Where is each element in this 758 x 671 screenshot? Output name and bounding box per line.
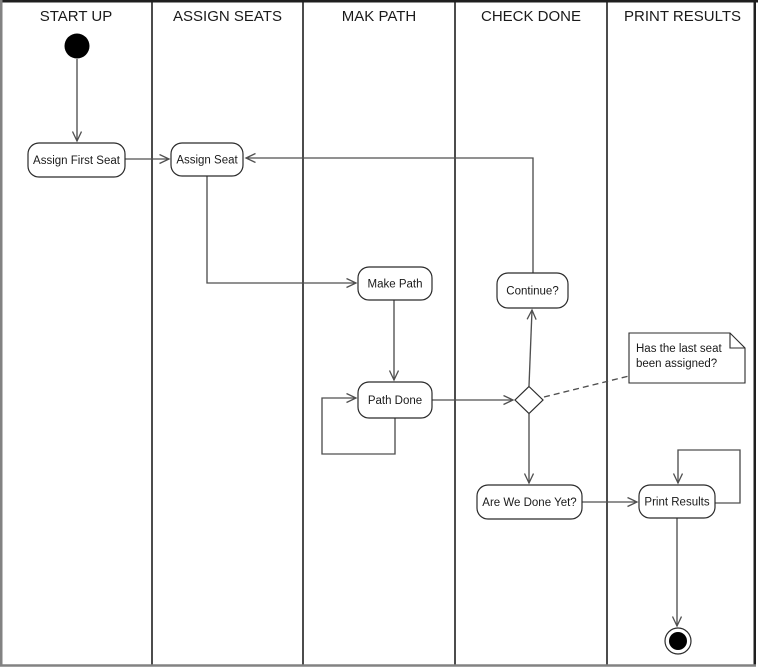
action-shape: [170, 142, 244, 177]
action-label: Assign Seat: [176, 155, 238, 167]
make-path-node: Make Path: [357, 266, 433, 301]
lane-header-label: MAK PATH: [342, 8, 416, 25]
lane-check-done: CHECK DONE: [454, 2, 581, 665]
action-label: Make Path: [368, 279, 423, 291]
path-done-self-loop-edge: [321, 398, 396, 455]
assign-seat-to-make-path-edge: [206, 176, 356, 283]
action-label: Continue?: [506, 286, 558, 298]
lane-start-up: START UP: [40, 8, 113, 25]
decision-diamond-icon: [514, 385, 544, 415]
lane-assign-seats: ASSIGN SEATS: [151, 2, 282, 665]
action-label: Assign First Seat: [33, 155, 121, 167]
action-label: Print Results: [644, 497, 709, 509]
path-done-node: Path Done: [357, 381, 433, 419]
action-label: Path Done: [368, 395, 422, 407]
are-we-done-yet-node: Are We Done Yet?: [476, 484, 583, 520]
end-node: [664, 627, 692, 655]
lane-header-label: PRINT RESULTS: [624, 8, 741, 25]
final-state-icon: [669, 632, 687, 650]
note-fold-icon: [729, 333, 745, 349]
continue-to-assign-seat-edge: [246, 158, 534, 273]
lane-header-label: ASSIGN SEATS: [173, 8, 282, 25]
action-shape: [357, 266, 433, 301]
start-node: [64, 33, 90, 59]
continue-node: Continue?: [496, 272, 569, 309]
action-shape: [476, 484, 583, 520]
note-text-line: been assigned?: [636, 358, 717, 370]
assign-first-seat-node: Assign First Seat: [27, 142, 126, 178]
lane-header-label: START UP: [40, 8, 113, 25]
lane-mak-path: MAK PATH: [302, 2, 416, 665]
action-label: Are We Done Yet?: [482, 497, 576, 509]
decision-to-note-edge: [543, 375, 630, 398]
note-text-line: Has the last seat: [636, 343, 722, 355]
print-results-self-loop-edge: [678, 449, 741, 504]
action-shape: [27, 142, 126, 178]
action-shape: [496, 272, 569, 309]
note-node: Has the last seat been assigned?: [628, 332, 746, 384]
lane-print-results: PRINT RESULTS: [606, 2, 741, 665]
print-results-node: Print Results: [638, 484, 716, 519]
initial-state-icon: [64, 33, 90, 59]
action-shape: [357, 381, 433, 419]
note-shape: [628, 332, 746, 384]
action-shape: [638, 484, 716, 519]
assign-seat-node: Assign Seat: [170, 142, 244, 177]
note-text: Has the last seat been assigned?: [636, 343, 722, 370]
decision-node: [514, 385, 544, 415]
lane-header-label: CHECK DONE: [481, 8, 581, 25]
decision-to-continue-edge: [529, 310, 532, 387]
